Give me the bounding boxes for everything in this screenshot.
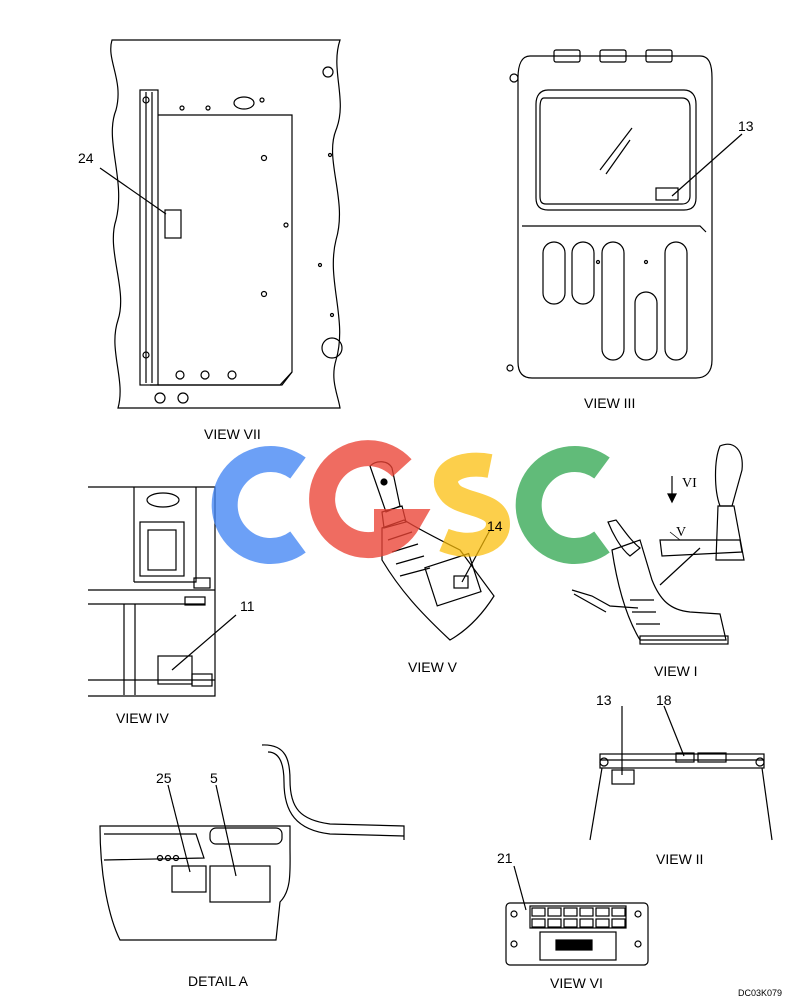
callout-18: 18 [656,692,672,708]
detail-a-drawing [99,744,405,941]
arrow-label-vi: VI [682,476,697,491]
view-iv-label: VIEW IV [116,710,169,726]
view-vi-label: VIEW VI [550,975,603,991]
arrow-label-v: V [676,525,687,540]
view-iii-label: VIEW III [584,395,636,411]
callout-5: 5 [210,770,218,786]
view-vi-drawing [505,865,649,966]
view-vii-label: VIEW VII [204,426,261,442]
view-iv-drawing [88,486,237,697]
callout-14: 14 [487,518,503,534]
view-ii-drawing [589,705,773,841]
view-i-label: VIEW I [654,663,698,679]
view-v-label: VIEW V [408,659,458,675]
view-i-drawing [571,443,745,645]
detail-a-label: DETAIL A [188,973,248,989]
callout-21: 21 [497,850,513,866]
watermark [198,440,618,570]
view-iii-drawing [506,49,743,379]
view-ii-label: VIEW II [656,851,704,867]
callout-25: 25 [156,770,172,786]
callout-24: 24 [78,150,94,166]
watermark-logo-icon [211,440,610,564]
view-vii-drawing [99,39,343,409]
callout-13-view-iii: 13 [738,118,754,134]
drawing-code: DC03K079 [738,988,783,998]
callout-11: 11 [240,598,255,614]
callout-13-view-ii: 13 [596,692,612,708]
